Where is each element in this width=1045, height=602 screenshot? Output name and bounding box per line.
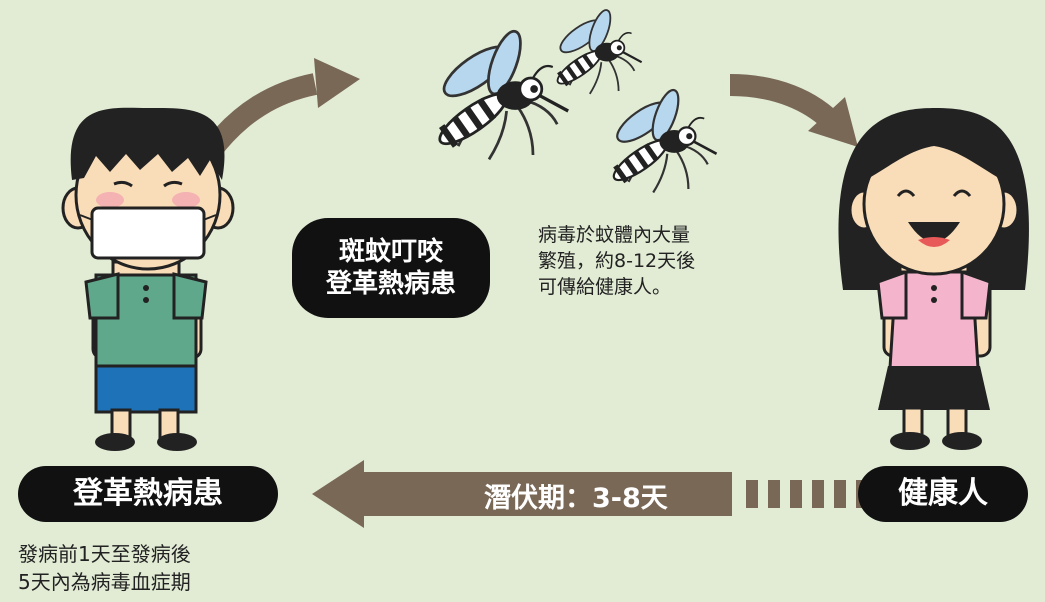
bite-title-pill: 斑蚊叮咬 登革熱病患 [292, 218, 490, 318]
virus-note-line: 可傳給健康人。 [538, 276, 672, 298]
girl-smiling-icon [838, 108, 1029, 450]
virus-note: 病毒於蚊體內大量 繁殖，約8-12天後 可傳給健康人。 [538, 222, 695, 300]
arrow-mosquito-to-healthy [729, 74, 858, 147]
virus-note-line: 病毒於蚊體內大量 [538, 224, 691, 246]
viremia-note-line: 發病前1天至發病後 [18, 542, 191, 566]
bite-title-line: 斑蚊叮咬 [338, 236, 443, 267]
virus-note-line: 繁殖，約8-12天後 [538, 250, 696, 272]
arrow-patient-to-mosquito [201, 58, 360, 159]
viremia-note-line: 5天內為病毒血症期 [18, 570, 191, 594]
incubation-label: 潛伏期：3-8天 [484, 483, 668, 514]
mosquito-icon [552, 6, 643, 95]
mosquito-icon [607, 85, 718, 194]
healthy-label-pill: 健康人 [858, 466, 1028, 522]
bite-title-line: 登革熱病患 [325, 269, 456, 299]
mosquito-icon [431, 25, 570, 162]
viremia-note: 發病前1天至發病後 5天內為病毒血症期 [18, 540, 191, 596]
patient-label-pill: 登革熱病患 [18, 466, 278, 522]
patient-label: 登革熱病患 [73, 476, 223, 512]
healthy-label: 健康人 [898, 476, 988, 512]
boy-with-mask-icon [61, 107, 235, 451]
